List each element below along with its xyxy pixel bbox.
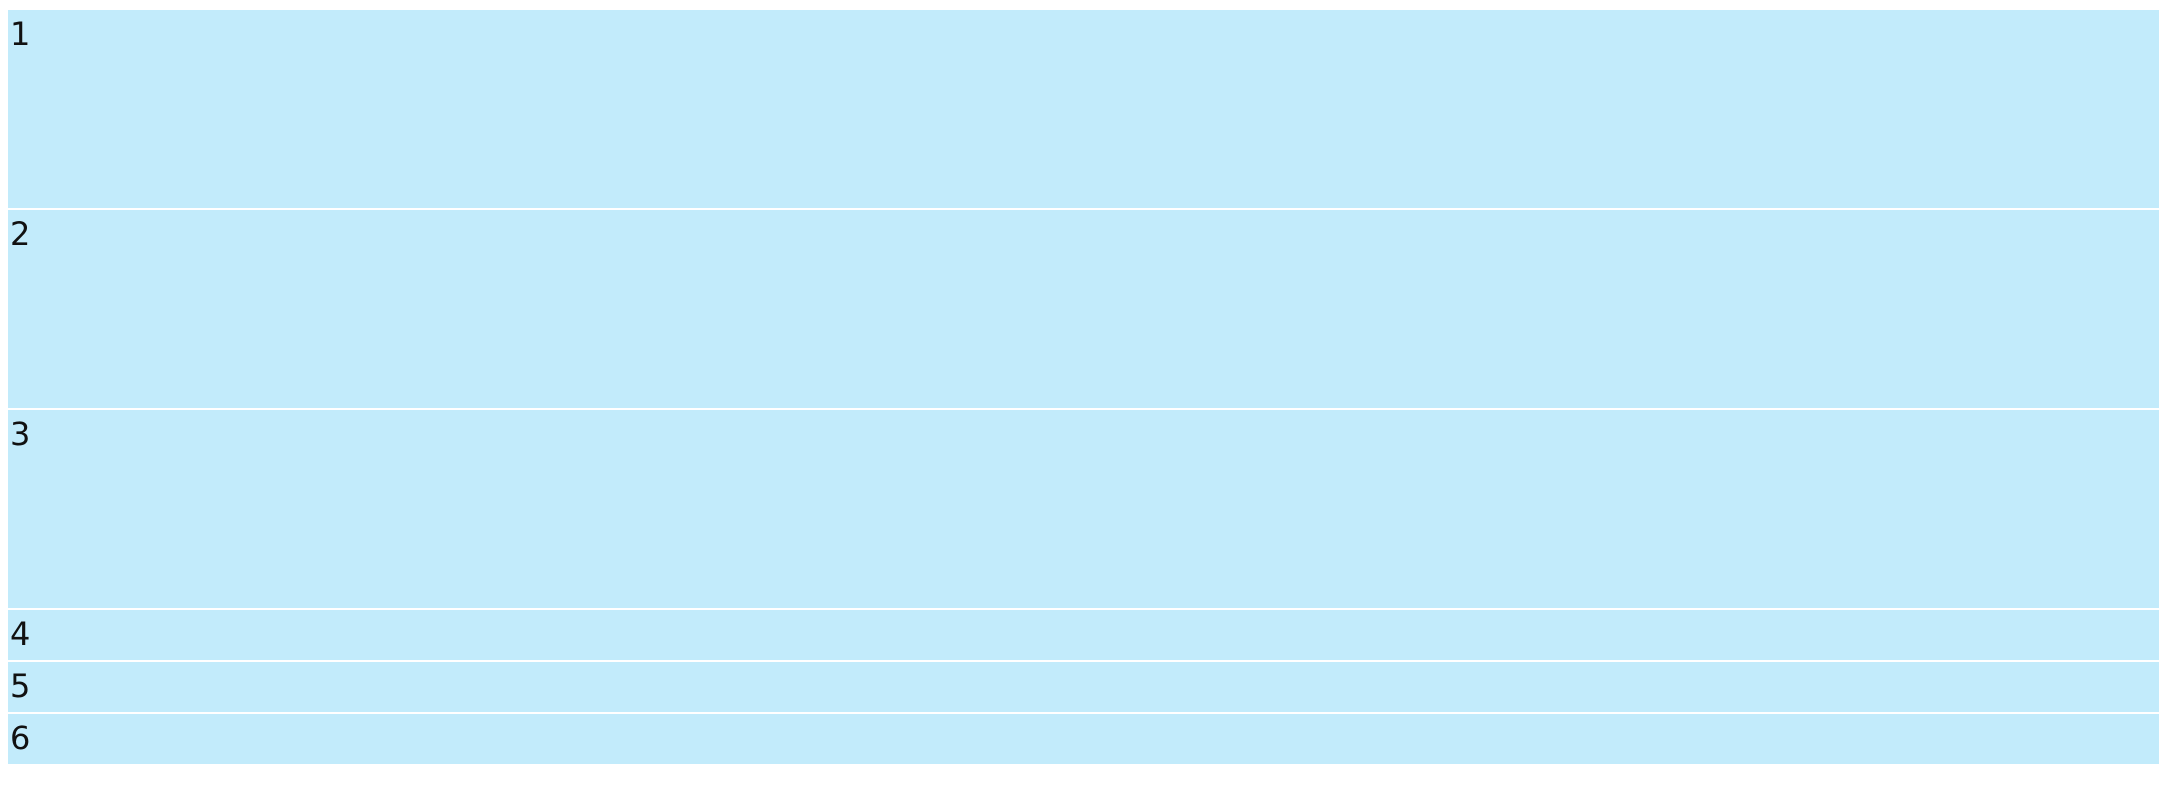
grid-cell-1: 1 <box>8 10 2159 208</box>
grid-cell-2: 2 <box>8 210 2159 408</box>
grid-cell-4: 4 <box>8 610 2159 660</box>
grid-cell-3: 3 <box>8 410 2159 608</box>
grid-cell-6: 6 <box>8 714 2159 764</box>
grid-container: 1 2 3 4 5 6 <box>8 10 2159 764</box>
grid-cell-5: 5 <box>8 662 2159 712</box>
